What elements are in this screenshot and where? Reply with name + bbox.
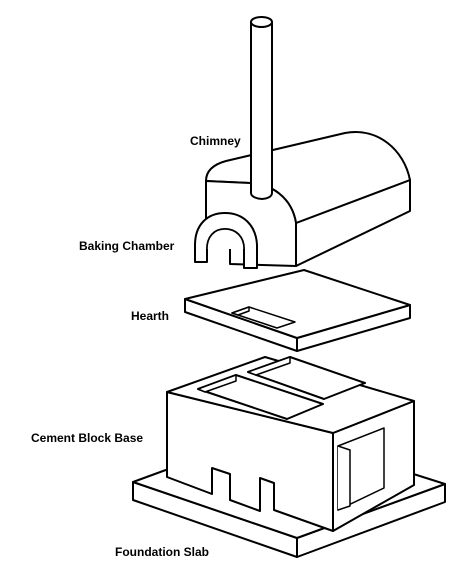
cement-block-base-part [166, 356, 415, 532]
baking-chamber-label: Baking Chamber [79, 239, 175, 253]
foundation-slab-label: Foundation Slab [115, 545, 209, 559]
baking-chamber-part [194, 131, 411, 269]
chimney-part [250, 16, 273, 200]
chimney-label: Chimney [190, 134, 241, 148]
cement-block-base-label: Cement Block Base [31, 431, 144, 445]
hearth-label: Hearth [131, 309, 170, 323]
hearth-part [184, 269, 411, 352]
